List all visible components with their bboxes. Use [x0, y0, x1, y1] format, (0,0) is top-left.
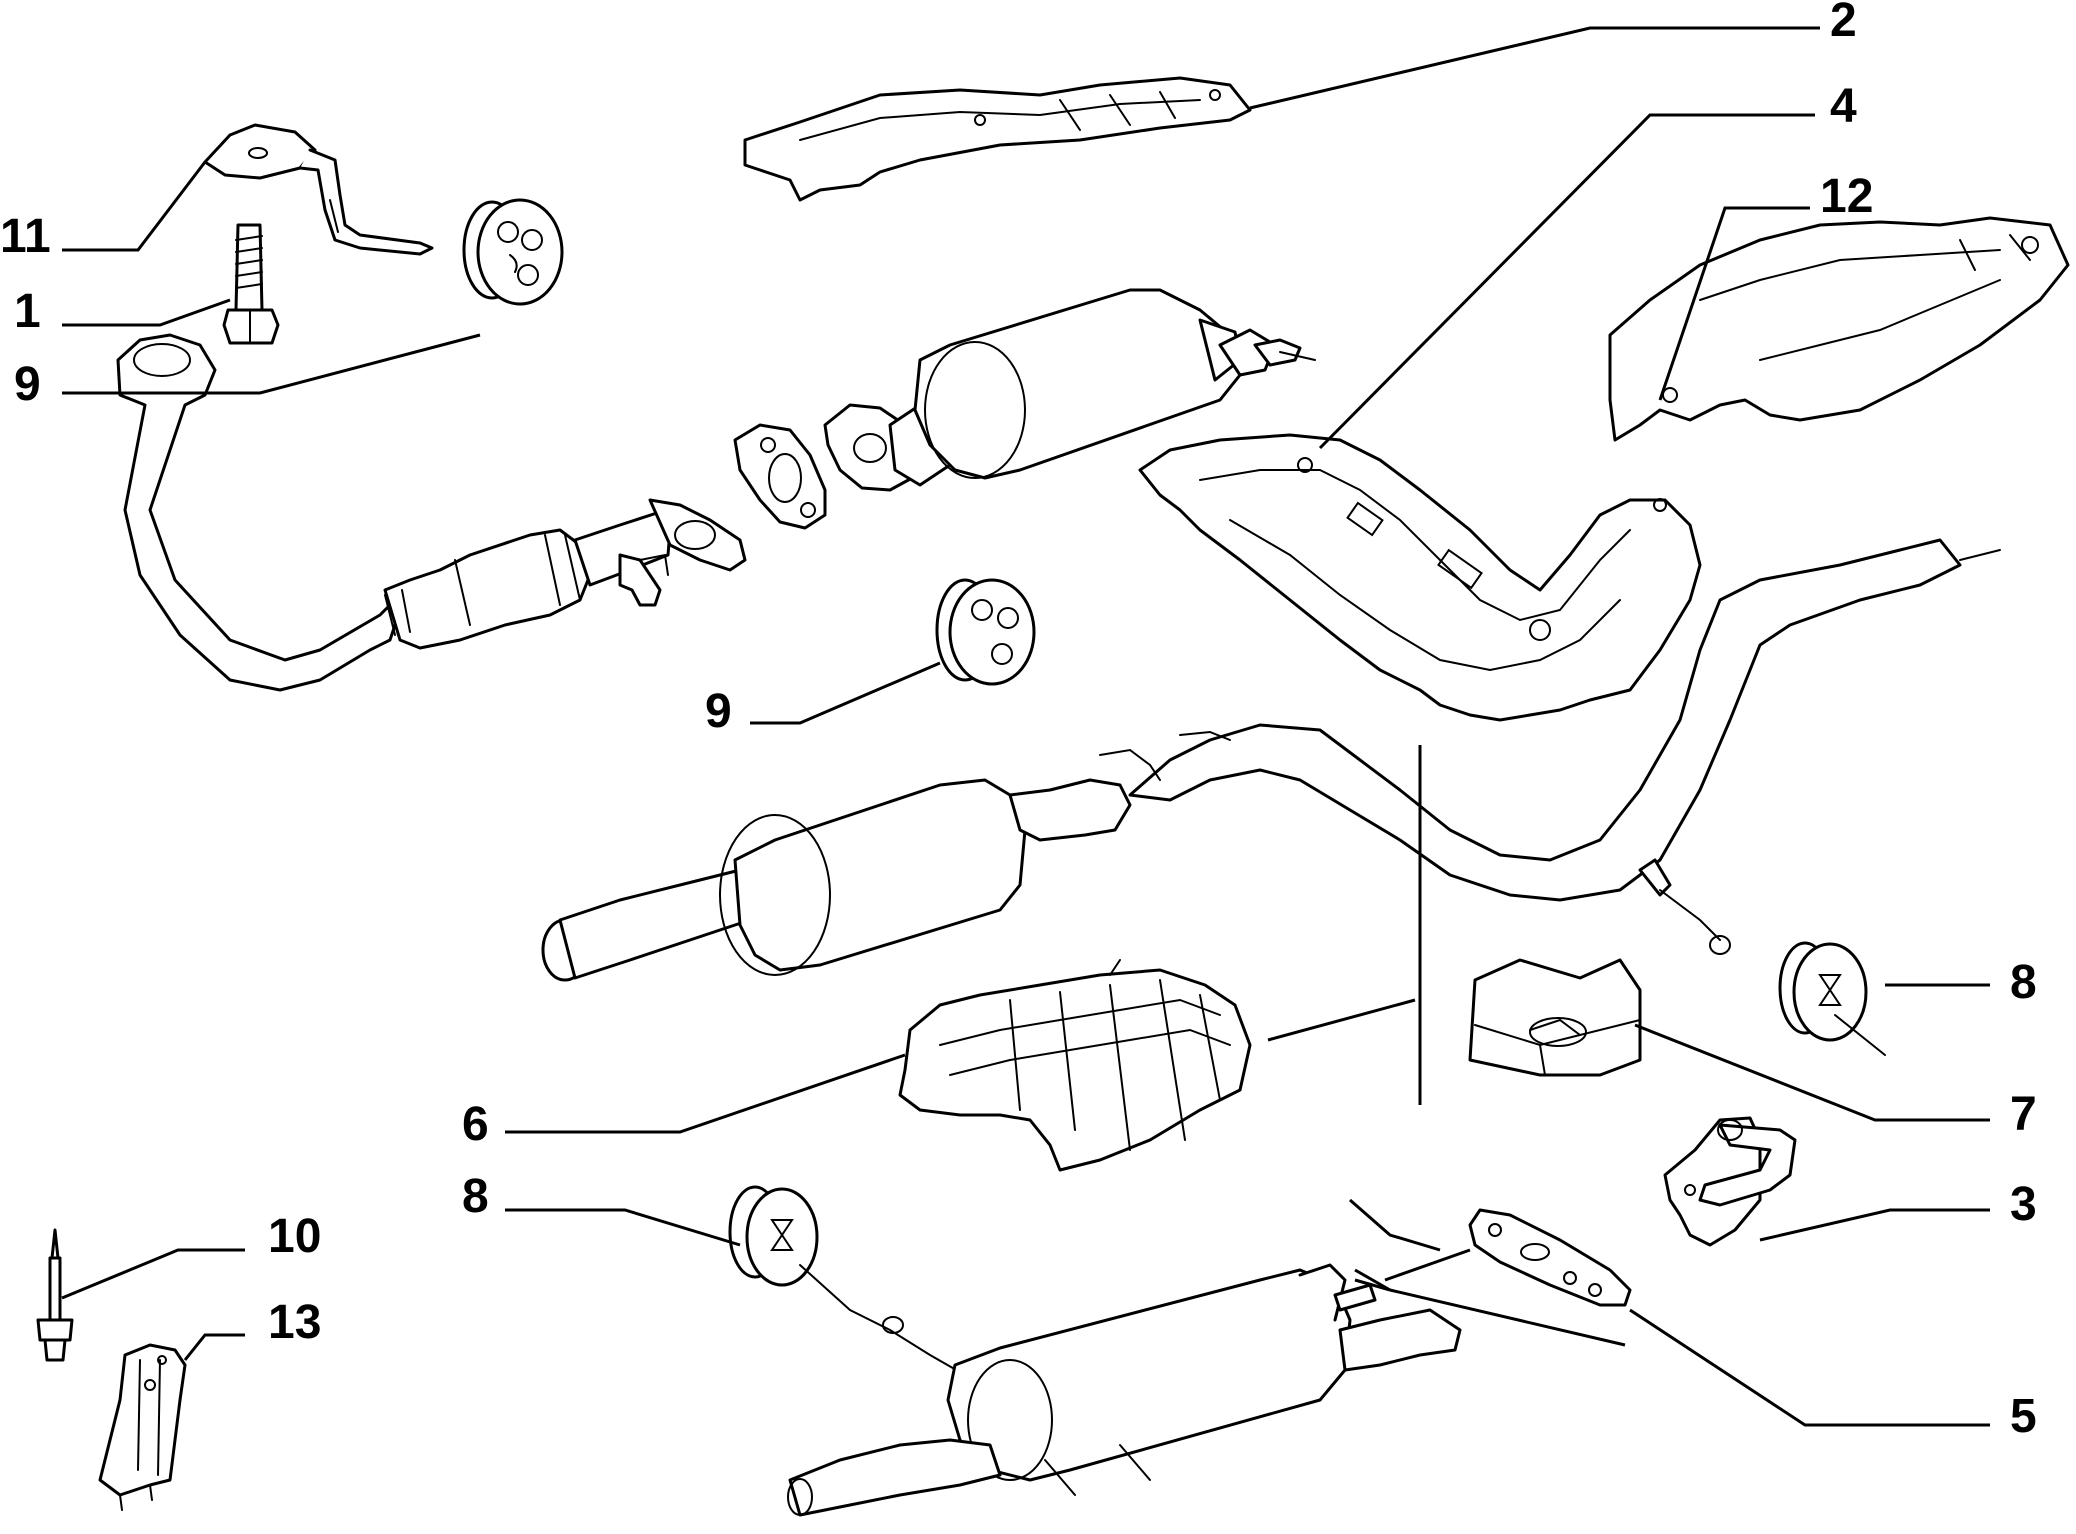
part-9-rubber-mount-upper — [462, 198, 564, 306]
callout-8-left: 8 — [462, 1170, 489, 1223]
catalytic-converter — [823, 288, 1316, 492]
rear-muffler — [787, 1263, 1462, 1517]
callout-3: 3 — [2010, 1178, 2037, 1231]
part-11-hanger-bracket — [203, 123, 434, 256]
front-downpipe-assembly — [116, 333, 747, 692]
callout-numbers: 2 4 12 11 1 9 9 8 7 6 3 8 10 13 5 — [0, 0, 2037, 1443]
part-9-rubber-mount-middle — [935, 578, 1036, 686]
callout-11: 11 — [0, 210, 51, 263]
callout-5: 5 — [2010, 1390, 2037, 1443]
part-8-rubber-mount-left — [728, 1185, 819, 1287]
part-4-tunnel-heat-shield — [1138, 433, 1702, 722]
callout-8-right: 8 — [2010, 956, 2037, 1009]
part-3-hanger-bracket — [1663, 1116, 1797, 1247]
callout-9-middle: 9 — [705, 685, 732, 738]
part-7-heat-clip — [1468, 958, 1642, 1077]
part-2-upper-heat-shield — [743, 76, 1252, 202]
part-6-muffler-heat-shield — [898, 959, 1252, 1172]
callout-12: 12 — [1820, 170, 1873, 223]
callout-2: 2 — [1830, 0, 1857, 47]
callout-10: 10 — [268, 1210, 321, 1263]
part-1-bolt — [222, 223, 280, 345]
intermediate-pipe-and-center-muffler — [541, 538, 2001, 982]
callout-9-upper: 9 — [14, 358, 41, 411]
callout-4: 4 — [1830, 80, 1857, 133]
part-8-rubber-mount-right — [1778, 941, 1886, 1056]
part-10-pin — [36, 1228, 74, 1362]
part-12-rear-heat-shield — [1608, 216, 2070, 442]
part-5-rubber-strap — [1468, 1208, 1632, 1307]
callout-6: 6 — [462, 1098, 489, 1151]
callout-13: 13 — [268, 1296, 321, 1349]
leader-lines — [61, 26, 1990, 1427]
exhaust-gasket — [733, 423, 827, 530]
callout-1: 1 — [14, 285, 41, 338]
part-13-support-bracket — [98, 1343, 187, 1511]
callout-7: 7 — [2010, 1088, 2037, 1141]
